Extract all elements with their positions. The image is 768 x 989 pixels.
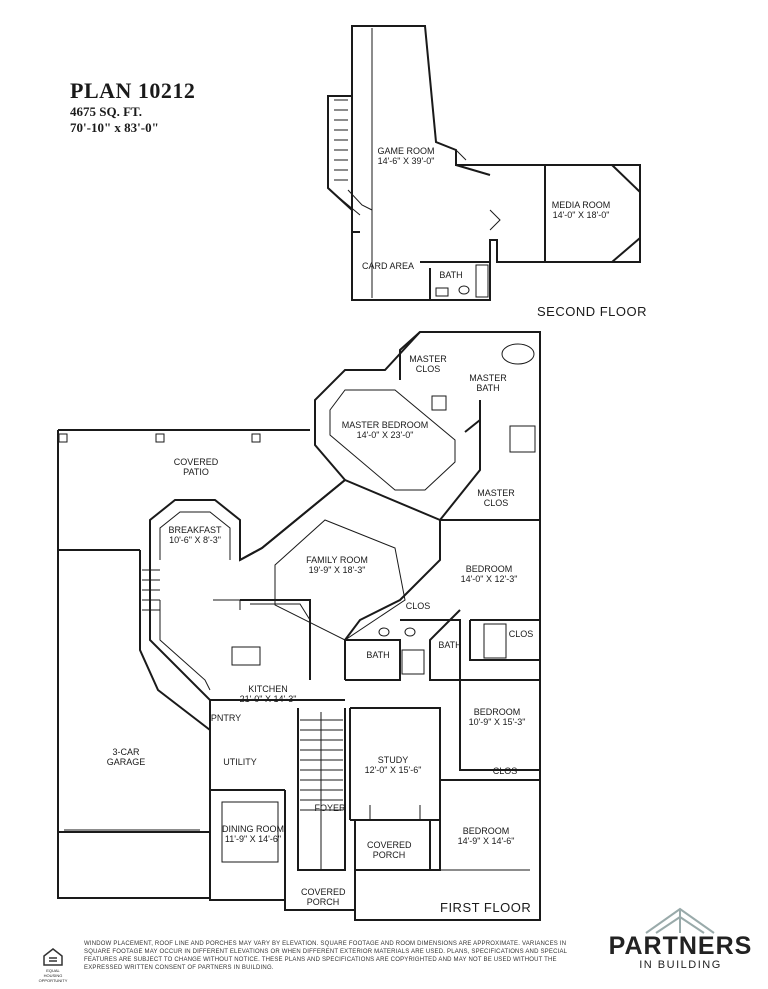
room-size: 19'-9" X 18'-3" [308,565,366,575]
room-size: 10'-9" X 15'-3" [468,717,526,727]
second-floor-details [329,28,501,298]
room-bedroom-4: BEDROOM 14'-9" X 14'-6" [458,826,515,846]
plan-dimensions: 70'-10" x 83'-0" [70,120,159,135]
room-name: PNTRY [210,713,242,723]
equal-housing-text: EQUAL HOUSING OPPORTUNITY [38,968,68,983]
room-size: 14'-0" X 18'-0" [552,210,610,220]
room-kitchen: KITCHEN 21'-0" X 14'-3" [240,684,297,704]
second-floor-label: SECOND FLOOR [537,304,648,319]
room-name: DINING ROOM [222,824,284,834]
room-name: CLOS [492,766,518,776]
brand-tagline: IN BUILDING [639,959,722,971]
room-clos-a: CLOS [406,601,431,611]
room-size: 12'-0" X 15'-6" [364,765,422,775]
room-name: STUDY [377,755,409,765]
room-bath-a: BATH [366,650,389,660]
room-garage: 3-CAR GARAGE [105,747,147,767]
room-size: 21'-0" X 14'-3" [239,694,297,704]
room-size: 14'-0" X 12'-3" [460,574,518,584]
room-clos-c: CLOS [493,766,518,776]
room-master-bath: MASTER BATH [468,373,508,393]
room-name: 3-CAR GARAGE [106,747,146,767]
room-bedroom-3: BEDROOM 10'-9" X 15'-3" [469,707,526,727]
room-name: BEDROOM [462,826,510,836]
room-name: CARD AREA [361,261,415,271]
room-bath-upstairs: BATH [439,270,462,280]
room-dining-room: DINING ROOM 11'-9" X 14'-6" [222,824,284,844]
room-name: BATH [439,270,463,280]
room-name: MEDIA ROOM [551,200,611,210]
room-name: MASTER BEDROOM [341,420,429,430]
room-size: 11'-9" X 14'-6" [224,834,282,844]
room-name: BREAKFAST [168,525,222,535]
room-name: COVERED PORCH [367,840,412,860]
room-size: 10'-6" X 8'-3" [169,535,221,545]
room-name: BEDROOM [465,564,513,574]
room-covered-patio: COVERED PATIO [171,457,221,477]
first-floor-details [58,343,536,871]
room-master-clos-2: MASTER CLOS [476,488,516,508]
second-floor-walls [327,25,641,301]
room-size: 14'-0" X 23'-0" [356,430,414,440]
room-bedroom-2: BEDROOM 14'-0" X 12'-3" [461,564,518,584]
room-name: MASTER CLOS [409,354,447,374]
room-name: GAME ROOM [377,146,435,156]
room-master-bedroom: MASTER BEDROOM 14'-0" X 23'-0" [342,420,429,440]
first-floor-walls [57,331,541,921]
room-name: KITCHEN [248,684,288,694]
room-card-area: CARD AREA [362,261,414,271]
room-master-clos-1: MASTER CLOS [409,354,447,374]
square-footage: 4675 SQ. FT. [70,104,142,119]
room-game-room: GAME ROOM 14'-6" X 39'-0" [377,146,434,166]
partners-logo: PARTNERS IN BUILDING [608,933,753,971]
room-media-room: MEDIA ROOM 14'-0" X 18'-0" [552,200,611,220]
brand-name: PARTNERS [608,932,753,960]
room-family-room: FAMILY ROOM 19'-9" X 18'-3" [306,555,368,575]
room-name: MASTER CLOS [477,488,515,508]
room-name: BEDROOM [473,707,521,717]
first-floor-label: FIRST FLOOR [440,900,532,915]
room-name: CLOS [508,629,534,639]
room-name: CLOS [405,601,431,611]
room-bath-b: BATH [438,640,461,650]
partners-logo-icon [645,907,715,934]
room-utility: UTILITY [223,757,257,767]
room-name: FAMILY ROOM [306,555,368,565]
room-covered-porch-front: COVERED PORCH [367,840,412,860]
room-size: 14'-9" X 14'-6" [457,836,515,846]
room-size: 14'-6" X 39'-0" [377,156,435,166]
equal-housing-icon [43,948,63,966]
plan-title: PLAN 10212 [70,78,196,103]
room-name: BATH [366,650,390,660]
room-name: COVERED PORCH [301,887,346,907]
room-breakfast: BREAKFAST 10'-6" X 8'-3" [168,525,221,545]
room-study: STUDY 12'-0" X 15'-6" [365,755,422,775]
room-name: BATH [438,640,462,650]
room-name: FOYER [314,803,346,813]
room-foyer: FOYER [314,803,345,813]
room-clos-b: CLOS [509,629,534,639]
room-pantry: PNTRY [211,713,241,723]
room-covered-porch-entry: COVERED PORCH [301,887,346,907]
disclaimer-text: WINDOW PLACEMENT, ROOF LINE AND PORCHES … [84,941,567,971]
room-name: UTILITY [223,757,257,767]
room-name: COVERED PATIO [173,457,219,477]
room-name: MASTER BATH [469,373,507,393]
